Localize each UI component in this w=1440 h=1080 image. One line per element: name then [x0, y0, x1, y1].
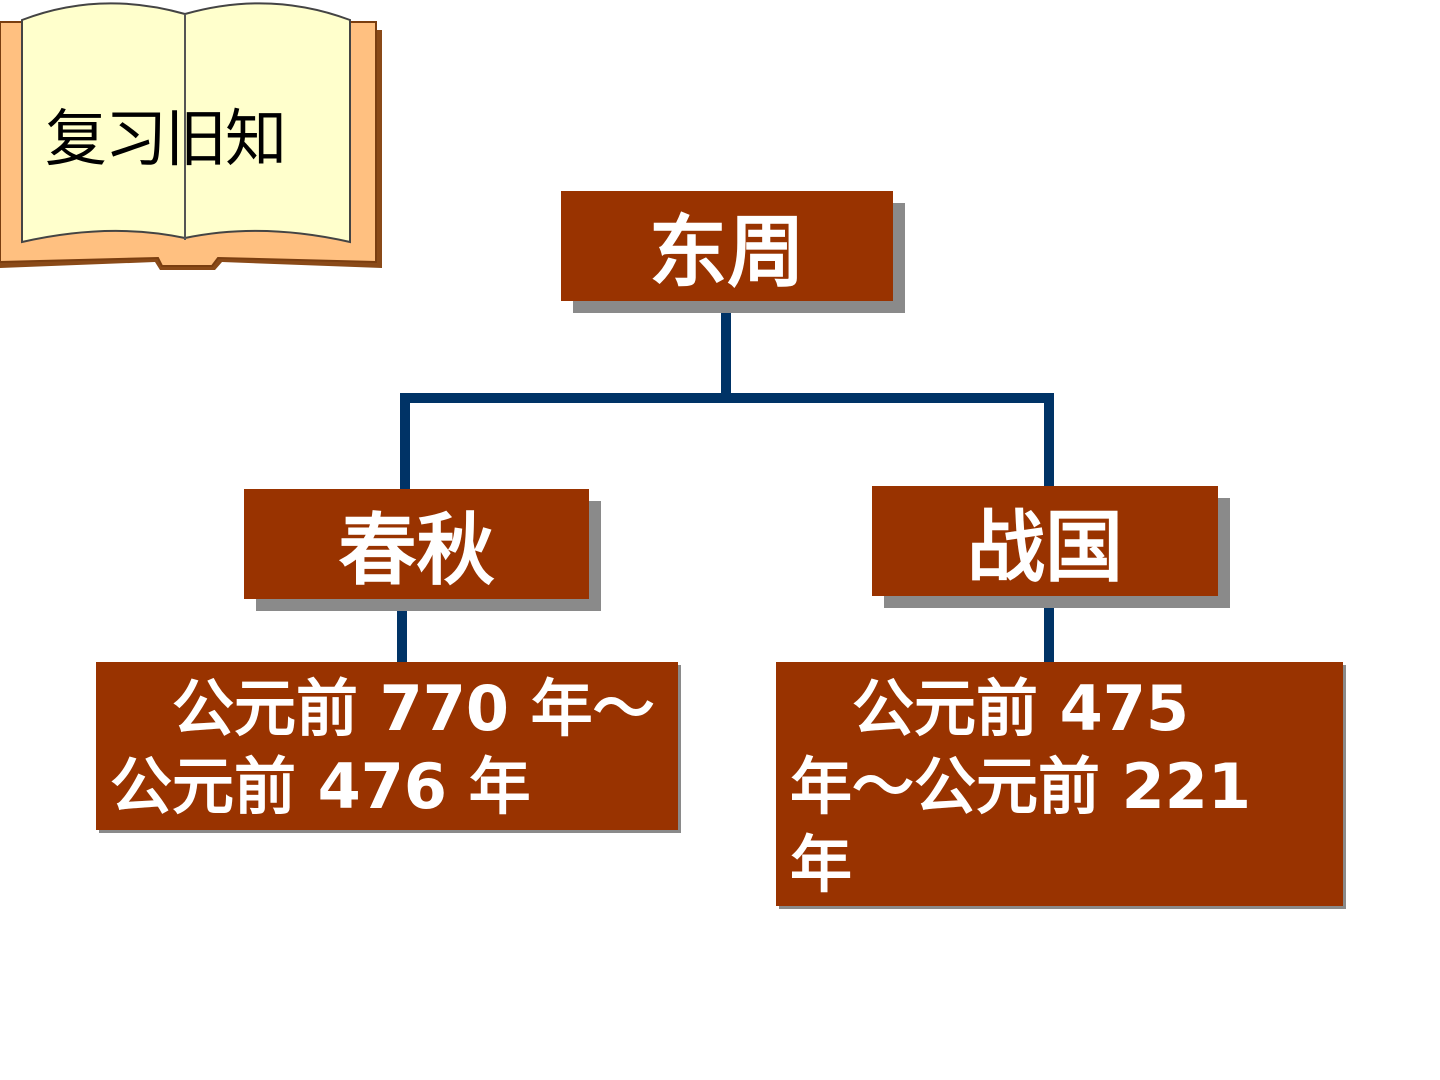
book-label: 复习旧知	[45, 102, 287, 175]
branch-node-zhanguo: 战国	[872, 486, 1218, 596]
period-box-zhanguo: 公元前 475 年～公元前 221 年	[776, 662, 1343, 906]
branch-label-zhanguo: 战国	[966, 503, 1123, 593]
branch-node-chunqiu: 春秋	[244, 489, 589, 599]
period-box-chunqiu: 公元前 770 年～公元前 476 年	[96, 662, 678, 830]
period-text-zhanguo: 公元前 475 年～公元前 221 年	[790, 672, 1252, 901]
root-node: 东周	[561, 191, 893, 301]
root-node-label: 东周	[648, 208, 805, 298]
period-text-chunqiu: 公元前 770 年～公元前 476 年	[110, 672, 655, 823]
branch-label-chunqiu: 春秋	[338, 506, 495, 596]
book-icon	[0, 2, 382, 270]
